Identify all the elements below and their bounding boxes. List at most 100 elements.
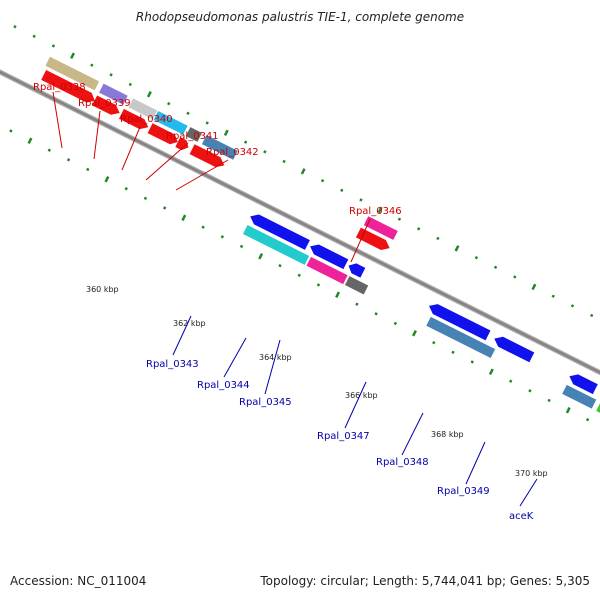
minor-tick-dot — [513, 275, 517, 279]
minor-tick-dot — [436, 236, 440, 241]
minor-tick-dot — [263, 150, 267, 154]
blue-arrow-6[interactable] — [567, 371, 598, 395]
minor-tick-dot — [32, 34, 36, 38]
major-tick-dot — [300, 168, 306, 175]
minor-tick-dot — [320, 179, 325, 183]
gene-rpal-0349[interactable] — [560, 383, 598, 410]
tick-label: 360 kbp — [86, 285, 119, 294]
minor-tick-dot — [167, 102, 171, 106]
leader-rpal-0341 — [145, 142, 189, 181]
major-tick-dot — [146, 91, 152, 98]
label-rpal-0348: Rpal_0348 — [376, 457, 429, 468]
leader-rpal-0346 — [350, 218, 371, 263]
major-tick-dot — [70, 52, 75, 60]
major-tick-dot — [181, 214, 187, 221]
minor-tick-dot — [86, 167, 90, 172]
gene-rpal-0340[interactable] — [152, 109, 189, 137]
red-arrow-5[interactable] — [175, 137, 191, 152]
tick-label: 362 kbp — [173, 319, 206, 328]
label-rpal-0340: Rpal_0340 — [120, 114, 173, 125]
tick-label: 368 kbp — [431, 430, 464, 439]
blue-arrow-3[interactable] — [346, 261, 366, 278]
major-tick-dot — [488, 368, 494, 376]
minor-tick-dot — [397, 217, 402, 221]
genome-stats-text: Topology: circular; Length: 5,744,041 bp… — [260, 574, 590, 588]
gene-unlabeled-olive[interactable] — [44, 55, 101, 92]
major-tick-dot — [531, 283, 537, 291]
red-arrow-7[interactable] — [355, 227, 392, 254]
red-arrow-4[interactable] — [147, 123, 181, 147]
minor-tick-dot — [416, 227, 421, 231]
minor-tick-dot — [278, 263, 282, 268]
minor-tick-dot — [90, 63, 94, 67]
blue-arrow-2[interactable] — [308, 241, 349, 270]
minor-tick-dot — [316, 283, 321, 287]
minor-tick-dot — [355, 302, 359, 306]
gene-rpal-0345[interactable] — [343, 274, 370, 296]
gene-rpal-0342[interactable] — [200, 133, 240, 162]
blue-arrow-1[interactable] — [248, 211, 310, 250]
leader-rpal-0349 — [465, 441, 486, 485]
label-rpal-0341: Rpal_0341 — [166, 131, 219, 142]
minor-tick-dot — [109, 73, 113, 77]
major-tick-dot — [454, 245, 460, 252]
tick-label: 366 kbp — [345, 391, 378, 400]
minor-tick-dot — [239, 244, 244, 249]
minor-tick-dot — [474, 256, 479, 260]
major-tick-dot — [104, 176, 110, 183]
major-tick-dot — [27, 137, 33, 144]
genome-title: Rhodopseudomonas palustris TIE-1, comple… — [135, 10, 465, 24]
red-arrow-1[interactable] — [41, 69, 97, 105]
minor-tick-dot — [282, 159, 286, 164]
leader-rpal-0338 — [52, 91, 63, 149]
gene-acek[interactable] — [594, 400, 600, 453]
gene-rpal-0344[interactable] — [305, 255, 349, 286]
minor-tick-dot — [124, 186, 128, 191]
rotated-track-group — [0, 25, 600, 453]
minor-tick-dot — [340, 188, 344, 193]
label-rpal-0342: Rpal_0342 — [206, 147, 259, 158]
gene-rpal-0343[interactable] — [241, 223, 311, 267]
leader-acek — [519, 478, 538, 507]
major-tick-dot — [223, 129, 229, 137]
gene-rpal-0338[interactable] — [97, 82, 130, 107]
minor-tick-dot — [162, 206, 167, 210]
major-tick-dot — [258, 253, 264, 260]
minor-tick-dot — [493, 265, 498, 270]
leader-rpal-0339 — [93, 110, 101, 160]
leader-rpal-0342 — [175, 159, 229, 191]
lower-dotted-line — [9, 129, 590, 422]
minor-tick-dot — [509, 379, 513, 383]
minor-tick-dot — [570, 304, 575, 308]
gene-rpal-0346[interactable] — [362, 214, 400, 242]
minor-tick-dot — [243, 140, 248, 144]
red-arrow-6[interactable] — [189, 144, 227, 170]
leader-rpal-0348 — [401, 412, 424, 456]
minor-tick-dot — [186, 111, 190, 116]
label-rpal-0338: Rpal_0338 — [33, 82, 86, 93]
major-tick-dot — [565, 407, 571, 414]
minor-tick-dot — [205, 121, 209, 125]
major-tick-dot — [335, 291, 341, 299]
red-arrow-2[interactable] — [92, 95, 122, 117]
label-rpal-0346: Rpal_0346 — [349, 206, 402, 217]
minor-tick-dot — [9, 129, 13, 133]
minor-tick-dot — [201, 225, 205, 229]
leader-rpal-0344 — [223, 337, 247, 378]
minor-tick-dot — [432, 341, 436, 345]
blue-arrow-4[interactable] — [427, 301, 491, 341]
leader-rpal-0340 — [121, 126, 141, 171]
gene-rpal-0347[interactable] — [424, 315, 497, 360]
major-tick-dot — [377, 206, 383, 214]
minor-tick-dot — [528, 389, 532, 393]
gene-rpal-0341[interactable] — [184, 125, 204, 144]
blue-arrow-5[interactable] — [492, 334, 535, 363]
label-rpal-0344: Rpal_0344 — [197, 380, 250, 391]
label-rpal-0347: Rpal_0347 — [317, 431, 370, 442]
leader-rpal-0347 — [344, 381, 367, 429]
genome-backbone — [0, 56, 600, 420]
label-rpal-0345: Rpal_0345 — [239, 397, 292, 408]
red-arrow-3[interactable] — [118, 108, 151, 132]
leader-rpal-0343 — [172, 315, 192, 356]
